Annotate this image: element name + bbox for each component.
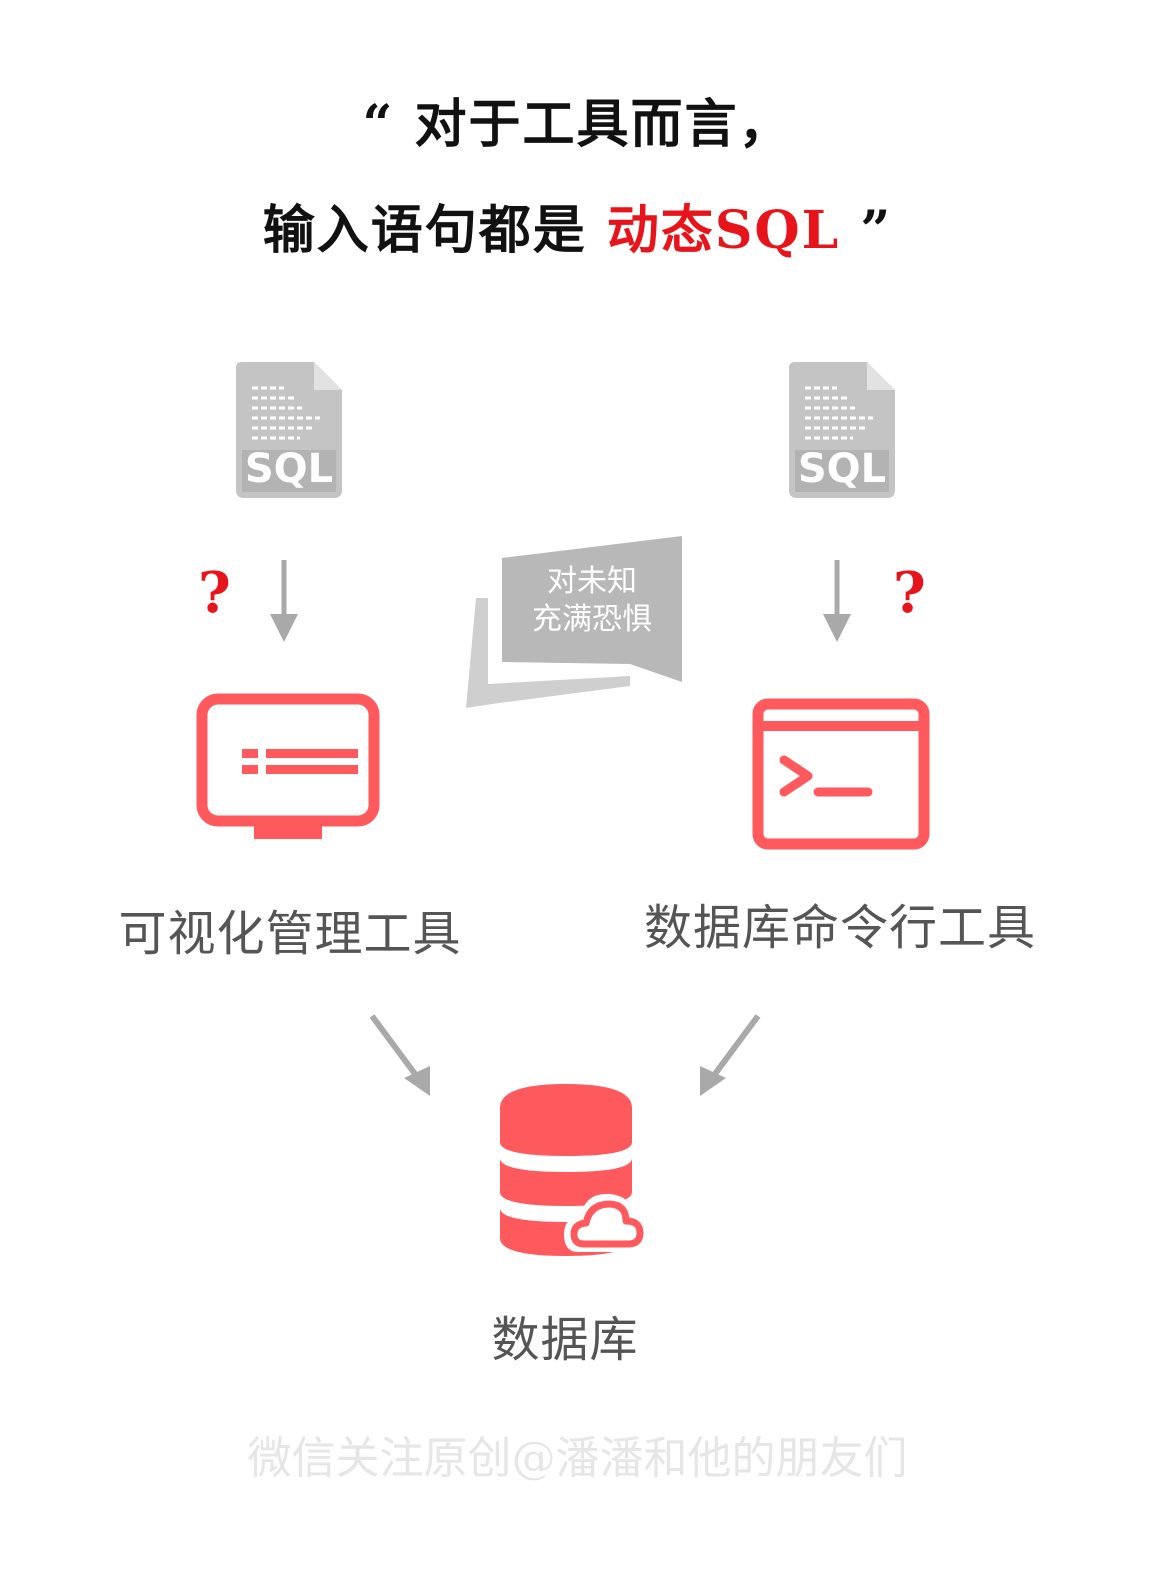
title-line-2-prefix: 输入语句都是 — [262, 200, 607, 261]
title-line-2: 输入语句都是 动态SQL ” — [0, 188, 1155, 263]
arrow-diagonal-left — [369, 1014, 430, 1096]
gui-tool-label: 可视化管理工具 — [118, 906, 462, 962]
arrow-down-left — [270, 560, 298, 642]
title-line-1: “ 对于工具而言， — [362, 94, 793, 155]
sql-file-label-left: SQL — [244, 446, 334, 492]
cloud-database-icon — [500, 1084, 648, 1256]
arrow-down-right — [823, 560, 851, 642]
speech-bubble-line-2: 充满恐惧 — [532, 602, 652, 637]
question-mark-right: ? — [893, 560, 926, 626]
speech-bubble-line-1: 对未知 — [547, 564, 637, 599]
title-line-2-suffix: ” — [840, 200, 893, 261]
arrow-diagonal-right — [700, 1014, 761, 1096]
monitor-icon — [196, 693, 380, 839]
cli-tool-label: 数据库命令行工具 — [643, 900, 1036, 956]
terminal-icon — [752, 698, 930, 850]
sql-file-label-right: SQL — [797, 446, 887, 492]
database-label: 数据库 — [491, 1312, 639, 1368]
question-mark-left: ? — [198, 560, 231, 626]
title-highlight: 动态SQL — [606, 200, 841, 261]
watermark: 微信关注原创@潘潘和他的朋友们 — [247, 1433, 908, 1484]
speech-bubble: 对未知 充满恐惧 — [462, 536, 686, 712]
sql-file-icon-right: SQL — [789, 362, 895, 498]
sql-file-icon-left: SQL — [236, 362, 342, 498]
